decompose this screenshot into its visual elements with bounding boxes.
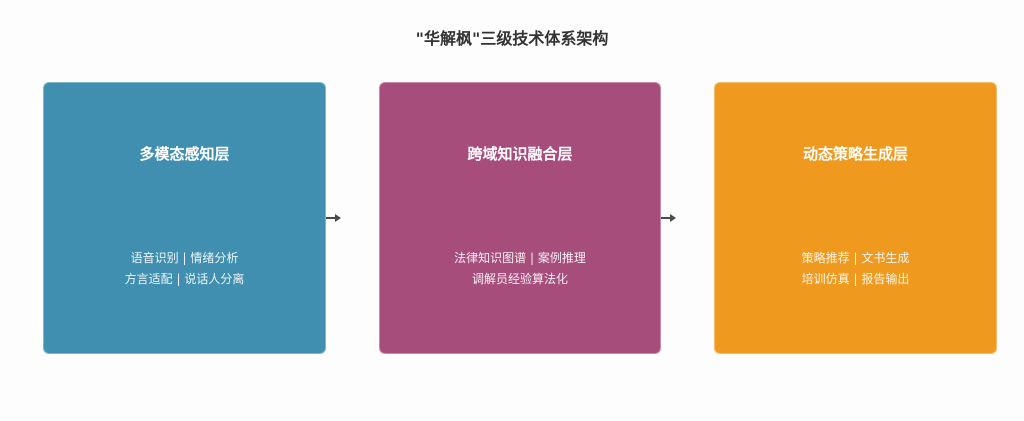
arrow-right-icon — [661, 214, 676, 222]
arrow-right-icon — [326, 214, 341, 222]
layer-box-perception: 多模态感知层 语音识别 | 情绪分析 方言适配 | 说话人分离 — [43, 82, 326, 354]
layer-feature-line: 培训仿真 | 报告输出 — [801, 272, 910, 286]
layer-feature-line: 调解员经验算法化 — [471, 272, 568, 286]
layer-features: 语音识别 | 情绪分析 方言适配 | 说话人分离 — [44, 248, 325, 290]
layer-title: 动态策略生成层 — [802, 145, 908, 163]
diagram-title: "华解枫"三级技术体系架构 — [415, 29, 609, 48]
layer-feature-line: 法律知识图谱 | 案例推理 — [454, 251, 586, 265]
layer-features: 策略推荐 | 文书生成 培训仿真 | 报告输出 — [715, 248, 996, 290]
layer-box-strategy-generation: 动态策略生成层 策略推荐 | 文书生成 培训仿真 | 报告输出 — [714, 82, 997, 354]
layer-feature-line: 方言适配 | 说话人分离 — [124, 272, 245, 286]
layer-feature-line: 策略推荐 | 文书生成 — [801, 251, 910, 265]
layer-features: 法律知识图谱 | 案例推理 调解员经验算法化 — [380, 248, 660, 290]
layer-title: 多模态感知层 — [139, 145, 230, 163]
layer-box-knowledge-fusion: 跨域知识融合层 法律知识图谱 | 案例推理 调解员经验算法化 — [379, 82, 661, 354]
layer-title: 跨域知识融合层 — [467, 145, 573, 163]
layer-feature-line: 语音识别 | 情绪分析 — [130, 251, 239, 265]
